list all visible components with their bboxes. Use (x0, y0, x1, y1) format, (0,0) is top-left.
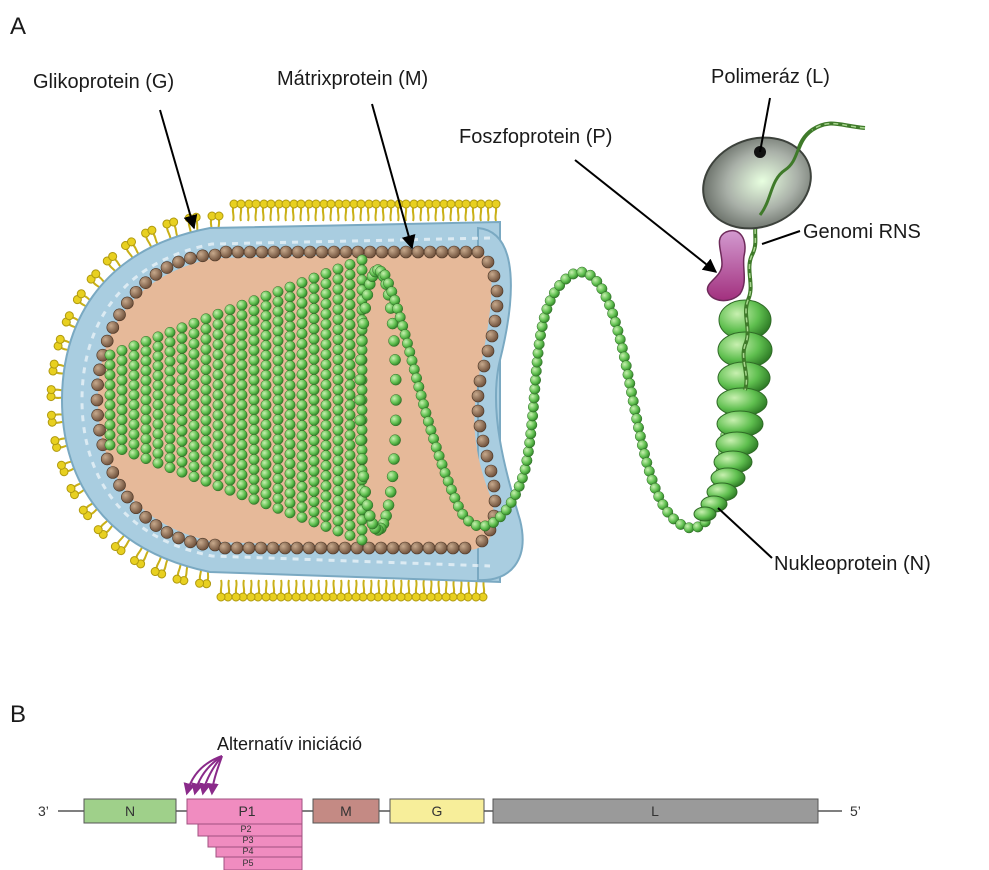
line-nucleoprotein (718, 508, 772, 558)
end-3prime: 3’ (38, 803, 49, 819)
virion (47, 200, 523, 601)
alt-init-arrows (187, 756, 222, 793)
gene-p1-label: P1 (238, 803, 255, 819)
gene-p3 (208, 835, 302, 847)
line-genome (762, 231, 800, 244)
panel-b-letter: B (10, 701, 26, 728)
gene-p3-label: P3 (242, 835, 253, 845)
label-phosphoprotein: Foszfoprotein (P) (459, 126, 612, 148)
label-polymerase: Polimeráz (L) (711, 66, 830, 88)
label-genome: Genomi RNS (803, 221, 921, 243)
gene-p5-label: P5 (242, 858, 253, 868)
gene-l-label: L (651, 803, 659, 819)
gene-n-label: N (125, 803, 135, 819)
panel-a-letter: A (10, 13, 26, 40)
label-matrix: Mátrixprotein (M) (277, 68, 428, 90)
label-glycoprotein: Glikoprotein (G) (33, 71, 174, 93)
arrow-glycoprotein (160, 110, 194, 228)
nucleoprotein-stack (694, 300, 772, 521)
arrow-phosphoprotein (575, 160, 716, 272)
end-5prime: 5’ (850, 803, 861, 819)
phosphoprotein (707, 231, 745, 301)
gene-g-label: G (432, 803, 443, 819)
gene-m-label: M (340, 803, 352, 819)
gene-p2-label: P2 (240, 824, 251, 834)
gene-p4-label: P4 (242, 846, 253, 856)
label-nucleoprotein: Nukleoprotein (N) (774, 553, 931, 575)
label-alt-init: Alternatív iniciáció (217, 734, 362, 754)
